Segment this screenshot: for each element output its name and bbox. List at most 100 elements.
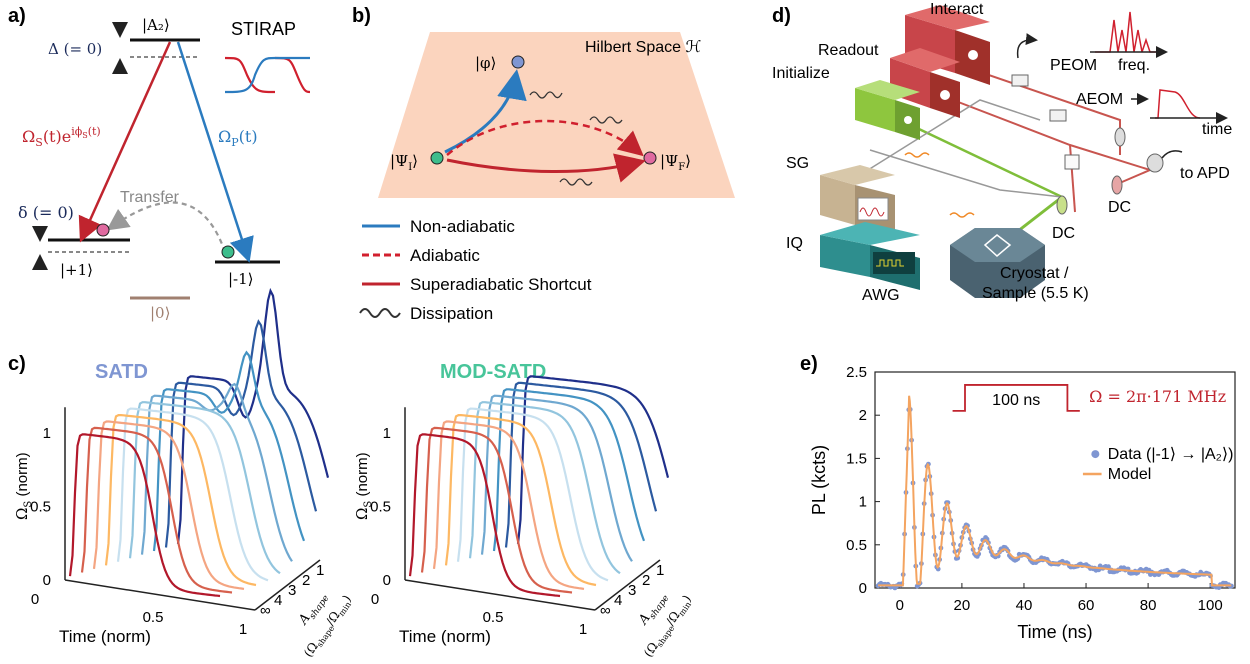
legend-dissipation: Dissipation — [410, 304, 493, 323]
pulse-label: 100 ns — [992, 392, 1040, 409]
data-point — [1106, 564, 1111, 570]
x-tick-label: 40 — [1016, 597, 1033, 614]
x-axis-label: Time (ns) — [1017, 622, 1092, 642]
cryostat — [950, 228, 1045, 298]
panel-b-label: b) — [352, 5, 371, 27]
panel-c-label: c) — [8, 353, 26, 375]
x-tick-label: 1 — [239, 621, 247, 638]
y-tick-label: 0 — [383, 572, 391, 589]
z-tick-label: 1 — [316, 562, 324, 579]
y-tick-label: 1.5 — [846, 450, 867, 467]
cryostat-label: Cryostat / — [1000, 265, 1069, 282]
series-line — [116, 407, 269, 582]
phi-state: |φ⟩ — [475, 54, 496, 72]
ylabel-sub: S — [23, 501, 34, 508]
model-line — [878, 395, 1232, 587]
y-axis-label: ΩS (norm) — [353, 452, 374, 520]
z-axis — [594, 559, 661, 611]
pulse-inset — [952, 384, 1080, 412]
aeom-label: AEOM — [1076, 91, 1123, 108]
series-line — [444, 414, 597, 587]
z-axis-label: Ashape — [635, 589, 671, 630]
legend-data-marker — [1091, 450, 1100, 459]
zlabel2-part: (Ω — [301, 640, 321, 660]
z-tick-label: 1 — [656, 562, 664, 579]
stirap-red — [224, 56, 276, 94]
series-line — [68, 433, 221, 598]
y-axis-label: PL (kcts) — [809, 445, 829, 515]
series-line — [176, 287, 330, 545]
y-tick-label: 2.5 — [846, 364, 867, 381]
zlabel2-part: (Ω — [641, 640, 661, 660]
to-apd-label: to APD — [1180, 165, 1230, 182]
sample-label: Sample (5.5 K) — [982, 285, 1089, 302]
y-tick-label: 2 — [859, 407, 867, 424]
x-tick-label: 0 — [31, 591, 39, 608]
x-tick-label: 0 — [371, 591, 379, 608]
z-tick-label: 3 — [628, 582, 636, 599]
x-tick-label: 100 — [1198, 597, 1223, 614]
non-adiabatic-path — [444, 69, 527, 154]
transfer-label: Transfer — [120, 189, 180, 206]
initialize-laser — [855, 80, 920, 140]
ylabel-sub: S — [363, 501, 374, 508]
state-plus1: |+1⟩ — [60, 261, 93, 279]
series-line — [152, 350, 306, 552]
legend-adiabatic: Adiabatic — [410, 246, 480, 265]
x-tick-label: 20 — [954, 597, 971, 614]
ylabel-rest: (norm) — [354, 452, 371, 500]
series-line — [480, 394, 633, 562]
psi-f: |ΨF⟩ — [660, 152, 691, 173]
zlabel2-part: /Ω — [323, 609, 343, 629]
awg-label: AWG — [862, 287, 900, 304]
y-tick-label: 0 — [859, 580, 867, 597]
series-line — [140, 382, 293, 562]
delta-big: Δ (= 0) — [48, 40, 102, 58]
adiabatic-path — [446, 119, 644, 157]
x-tick-label: 60 — [1078, 597, 1095, 614]
legend-non-adiabatic: Non-adiabatic — [410, 217, 515, 236]
hilbert-plane — [378, 32, 735, 198]
series-line — [468, 401, 621, 575]
ylabel-rest: (norm) — [14, 452, 31, 500]
hilbert-label: Hilbert Space ℋ — [585, 39, 701, 56]
legend-shortcut: Superadiabatic Shortcut — [410, 275, 592, 294]
z-tick-label: ∞ — [600, 602, 611, 619]
ylabel-main: Ω — [13, 508, 31, 520]
psi-i: |ΨI⟩ — [390, 152, 418, 173]
series-line — [432, 420, 585, 590]
x-tick-label: 0.5 — [143, 609, 164, 626]
series-line — [492, 388, 646, 552]
omega-p-arrow — [176, 41, 254, 263]
series-line — [456, 407, 609, 582]
y-tick-label: 0.5 — [846, 537, 867, 554]
series-line — [164, 319, 318, 548]
omega-label: Ω = 2π·171 MHz — [1089, 387, 1226, 406]
freq-label: freq. — [1118, 57, 1150, 74]
y-tick-label: 1 — [43, 425, 51, 442]
z-tick-label: 3 — [288, 582, 296, 599]
time-label: time — [1202, 121, 1232, 138]
dc1-label: DC — [1108, 199, 1131, 216]
legend-data-label: Data (|-1⟩ → |A₂⟩) — [1108, 446, 1234, 463]
y-tick-label: 0.5 — [370, 498, 391, 515]
peom-label: PEOM — [1050, 57, 1097, 74]
panel-b: b) Hilbert Space ℋ |φ⟩ |ΨI⟩ |ΨF⟩ Non-adi… — [352, 5, 735, 323]
panel-e-label: e) — [800, 353, 818, 375]
y-tick-label: 0.5 — [30, 498, 51, 515]
x-tick-label: 0 — [896, 597, 904, 614]
y-tick-label: 0 — [43, 572, 51, 589]
zlabel2-part: ) — [340, 592, 354, 604]
awg-box — [820, 222, 920, 290]
x-axis — [64, 579, 256, 611]
delta-small: δ (= 0) — [18, 203, 74, 222]
state-a2: |A₂⟩ — [142, 16, 170, 34]
state-minus1: |-1⟩ — [228, 270, 254, 288]
dc2-label: DC — [1052, 225, 1075, 242]
omega-p-label: ΩP(t) — [218, 127, 258, 149]
x-axis-label: Time (norm) — [59, 627, 151, 646]
series-line — [516, 375, 670, 545]
plot-frame — [874, 371, 1236, 589]
